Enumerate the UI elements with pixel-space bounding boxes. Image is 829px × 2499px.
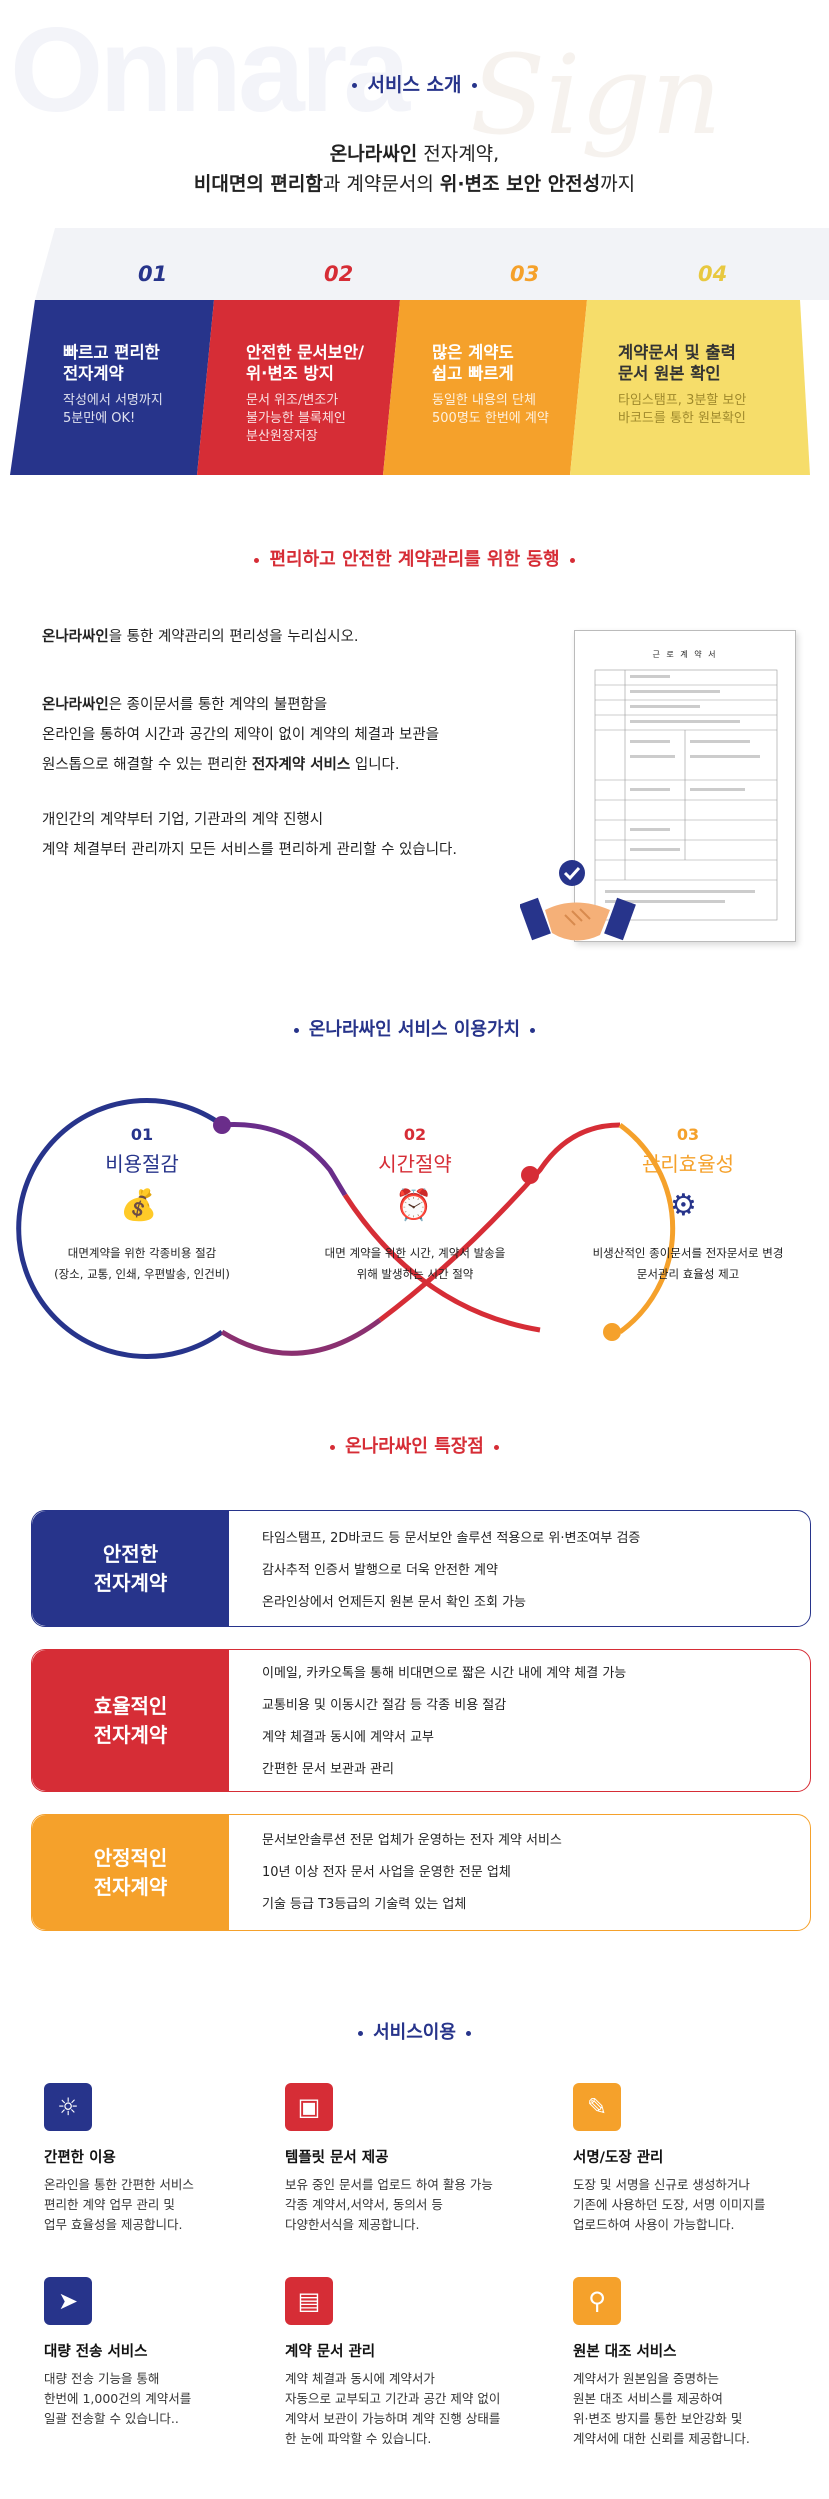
money-bag-icon: 💰 bbox=[120, 1188, 158, 1223]
feature-item: 이메일, 카카오톡을 통해 비대면으로 짧은 시간 내에 계약 체결 가능 bbox=[262, 1666, 627, 1681]
hero-line-1: 온나라싸인 전자계약, bbox=[329, 143, 500, 165]
feature-item: 타임스탬프, 2D바코드 등 문서보안 솔루션 적용으로 위·변조여부 검증 bbox=[262, 1531, 641, 1546]
step-number: 04 bbox=[698, 262, 728, 286]
verify-icon: ⚲ bbox=[573, 2277, 621, 2325]
feature-item: 계약 체결과 동시에 계약서 교부 bbox=[262, 1730, 435, 1745]
section-title-services: 서비스이용 bbox=[0, 2018, 829, 2044]
hero-line-2: 비대면의 편리함과 계약문서의 위·변조 보안 안전성까지 bbox=[193, 173, 636, 195]
feature-item: 기술 등급 T3등급의 기술력 있는 업체 bbox=[262, 1897, 467, 1912]
feature-item: 10년 이상 전자 문서 사업을 운영한 전문 업체 bbox=[262, 1865, 511, 1880]
value-description: 대면계약을 위한 각종비용 절감(장소, 교통, 인쇄, 우편발송, 인건비) bbox=[54, 1246, 230, 1281]
section-title-features: 온나라싸인 특장점 bbox=[0, 1432, 829, 1458]
value-name: 비용절감 bbox=[105, 1152, 179, 1176]
feature-item: 문서보안솔루션 전문 업체가 운영하는 전자 계약 서비스 bbox=[262, 1833, 562, 1848]
value-number: 01 bbox=[130, 1125, 154, 1144]
template-icon: ▣ bbox=[285, 2083, 333, 2131]
step-number: 02 bbox=[324, 262, 354, 286]
value-name: 관리효율성 bbox=[642, 1152, 734, 1176]
contract-table-lines bbox=[594, 669, 778, 921]
feature-item: 감사추적 인증서 발행으로 더욱 안전한 계약 bbox=[262, 1563, 498, 1578]
intro-paragraph-2: 온나라싸인은 종이문서를 통한 계약의 불편함을 온라인을 통하여 시간과 공간… bbox=[42, 697, 440, 773]
value-number: 03 bbox=[676, 1125, 700, 1144]
contract-document-image: 근 로 계 약 서 bbox=[574, 630, 796, 942]
send-icon: ➤ bbox=[44, 2277, 92, 2325]
section-title-value: 온나라싸인 서비스 이용가치 bbox=[0, 1015, 829, 1041]
value-number: 02 bbox=[403, 1125, 427, 1144]
section-title-intro: 서비스 소개 bbox=[0, 70, 829, 97]
contract-document-title: 근 로 계 약 서 bbox=[652, 650, 718, 659]
steps-banner bbox=[10, 228, 829, 475]
easy-icon: ☼ bbox=[44, 2083, 92, 2131]
feature-item: 온라인상에서 언제든지 원본 문서 확인 조회 가능 bbox=[262, 1595, 526, 1610]
gear-check-icon: ⚙ bbox=[670, 1188, 697, 1223]
feature-item: 간편한 문서 보관과 관리 bbox=[262, 1762, 394, 1777]
value-wave-path bbox=[16, 1098, 676, 1359]
handshake-icon bbox=[520, 860, 636, 941]
stamp-icon: ✎ bbox=[573, 2083, 621, 2131]
section-title-companion: 편리하고 안전한 계약관리를 위한 동행 bbox=[0, 545, 829, 571]
value-name: 시간절약 bbox=[378, 1152, 452, 1176]
background-watermark-text: Onnara bbox=[10, 3, 410, 137]
intro-paragraph-1: 온나라싸인을 통한 계약관리의 편리성을 누리십시오. bbox=[42, 629, 359, 645]
step-number: 03 bbox=[510, 262, 540, 286]
background-sign-text: Sign bbox=[470, 31, 722, 159]
clock-icon: ⏰ bbox=[395, 1188, 433, 1223]
folder-icon: ▤ bbox=[285, 2277, 333, 2325]
feature-item: 교통비용 및 이동시간 절감 등 각종 비용 절감 bbox=[262, 1698, 507, 1713]
step-number: 01 bbox=[138, 262, 168, 286]
